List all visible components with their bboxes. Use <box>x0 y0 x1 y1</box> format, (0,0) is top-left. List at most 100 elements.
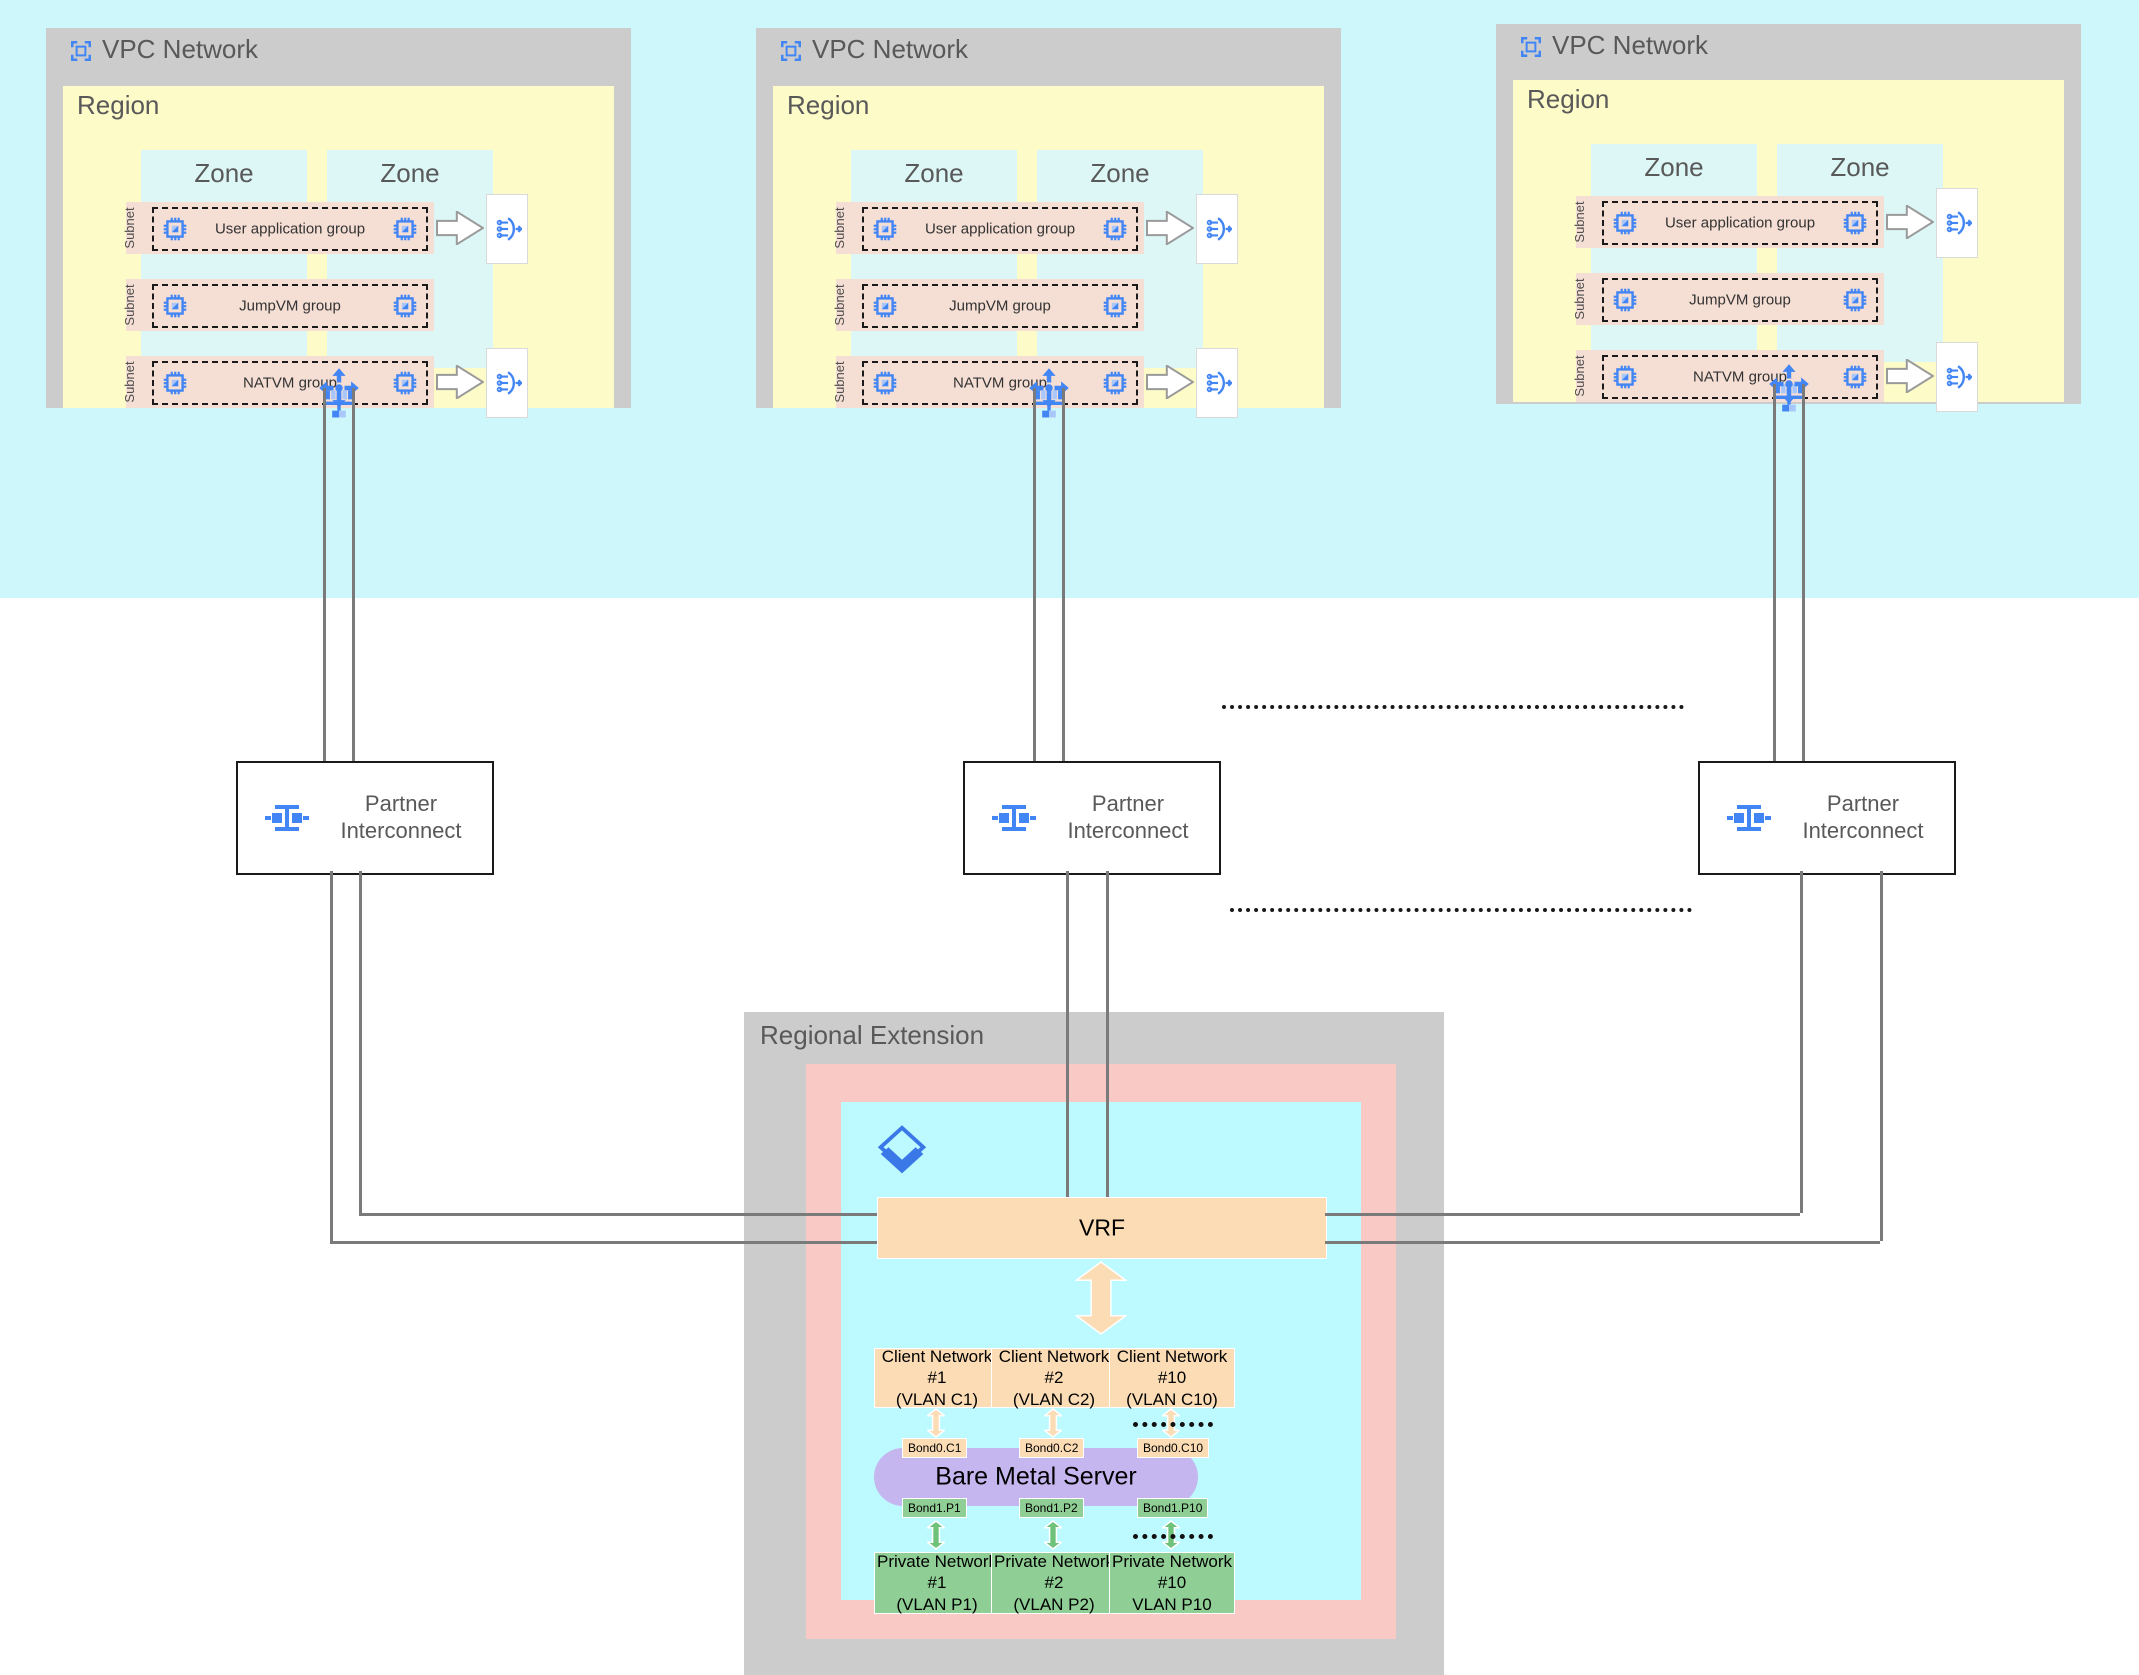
client-network-title: Client Network #10 <box>1116 1347 1228 1388</box>
vm-chip-icon <box>1612 287 1638 313</box>
pi1-to-vrf-top <box>359 1213 877 1216</box>
zone-label: Zone <box>380 158 440 188</box>
zone-label: Zone <box>194 158 254 188</box>
partner-interconnect-line2: Interconnect <box>1802 818 1924 843</box>
interconnect-icon <box>264 801 310 835</box>
partner-interconnect-line1: Partner <box>1091 791 1165 817</box>
private-network-name: Private Network #2(VLAN P2) <box>992 1551 1116 1615</box>
bond0-tag-3: Bond0.C10 <box>1137 1438 1210 1458</box>
private-network-1: Private Network #1(VLAN P1) <box>874 1552 1000 1614</box>
layers-icon <box>871 1122 933 1184</box>
vm-chip-icon <box>872 216 898 242</box>
vpc1-router-line-a <box>322 388 326 761</box>
private-network-2: Private Network #2(VLAN P2) <box>991 1552 1117 1614</box>
pi1-out-line-a <box>330 871 333 1241</box>
interconnect-icon <box>1726 801 1772 835</box>
subnet-label: Subnet <box>1572 355 1588 397</box>
vpc3-router-line-a <box>1772 384 1776 761</box>
subnet-label: Subnet <box>1572 201 1588 243</box>
vpc2-router-line-a <box>1032 388 1036 761</box>
vm-chip-icon <box>392 216 418 242</box>
zone-label: Zone <box>1644 152 1704 182</box>
interconnect-continuation-dots-top <box>1222 705 1684 709</box>
subnet-label: Subnet <box>122 361 138 403</box>
client-network-2: Client Network #2(VLAN C2) <box>991 1347 1117 1409</box>
client-network-3: Client Network #10(VLAN C10) <box>1109 1347 1235 1409</box>
vm-chip-icon <box>392 370 418 396</box>
zone-1-2: Zone <box>327 150 493 368</box>
private-bond-arrow <box>925 1520 947 1550</box>
partner-interconnect-line2: Interconnect <box>1067 818 1189 843</box>
instance-group-1: User application group <box>1602 201 1878 245</box>
vpc-network-title: VPC Network <box>1552 30 1709 60</box>
pi3-to-vrf-bottom <box>1325 1241 1880 1244</box>
pi3-out-line-b <box>1880 871 1883 1241</box>
egress-arrow <box>436 209 485 247</box>
cloud-router-icon <box>317 366 361 410</box>
vm-chip-icon <box>1102 370 1128 396</box>
cloud-router-icon <box>1767 362 1811 406</box>
private-network-title: Private Network #10 <box>1112 1552 1232 1593</box>
vm-chip-icon <box>1612 210 1638 236</box>
zone-3-2: Zone <box>1777 144 1943 362</box>
instance-group-label: User application group <box>924 220 1076 238</box>
regional-extension-title: Regional Extension <box>760 1020 985 1050</box>
pi1-to-vrf-bottom <box>330 1241 877 1244</box>
instance-group-3: NATVM group <box>152 361 428 405</box>
instance-group-label: User application group <box>214 220 366 238</box>
interconnect-continuation-dots-bottom <box>1230 908 1692 912</box>
instance-group-2: JumpVM group <box>862 284 1138 328</box>
instance-group-3: NATVM group <box>1602 355 1878 399</box>
subnet-1-2: Subnet JumpVM group <box>122 279 434 331</box>
egress-arrow <box>436 363 485 401</box>
vpc-network-title: VPC Network <box>102 34 259 64</box>
vpc1-router-line-b <box>351 388 355 761</box>
instance-group-label: User application group <box>1664 214 1816 232</box>
zone-2-1: Zone <box>851 150 1017 368</box>
client-network-title: Client Network #2 <box>998 1347 1110 1388</box>
region-label: Region <box>787 90 870 120</box>
subnet-label: Subnet <box>1572 278 1588 320</box>
zone-3-1: Zone <box>1591 144 1757 362</box>
cloud-nat-gateway <box>1196 194 1238 264</box>
egress-arrow <box>1146 209 1195 247</box>
egress-arrow <box>1886 357 1935 395</box>
instance-group-label: JumpVM group <box>949 297 1051 315</box>
zone-2-2: Zone <box>1037 150 1203 368</box>
subnet-label: Subnet <box>122 284 138 326</box>
private-network-vlan: (VLAN P1) <box>896 1594 978 1614</box>
subnet-1-3: Subnet NATVM group <box>122 356 434 408</box>
partner-interconnect-line2: Interconnect <box>340 818 462 843</box>
instance-group-label: NATVM group <box>953 374 1047 392</box>
client-network-vlan: (VLAN C10) <box>1126 1389 1218 1409</box>
vrf-label: VRF <box>1079 1214 1125 1241</box>
vpc-network-title: VPC Network <box>812 34 969 64</box>
client-bond-arrow <box>1042 1408 1064 1438</box>
bond0-tag-1: Bond0.C1 <box>902 1438 968 1458</box>
vpc-network-icon <box>66 36 96 66</box>
instance-group-1: User application group <box>862 207 1138 251</box>
instance-group-2: JumpVM group <box>152 284 428 328</box>
vpc-network-icon <box>776 36 806 66</box>
region-label: Region <box>77 90 160 120</box>
vm-chip-icon <box>1102 293 1128 319</box>
vm-chip-icon <box>162 370 188 396</box>
vpc3-router-line-b <box>1801 384 1805 761</box>
pi1-out-line-b <box>359 871 362 1213</box>
vm-chip-icon <box>1102 216 1128 242</box>
cloud-nat-gateway <box>486 348 528 418</box>
client-bond-arrow <box>925 1408 947 1438</box>
